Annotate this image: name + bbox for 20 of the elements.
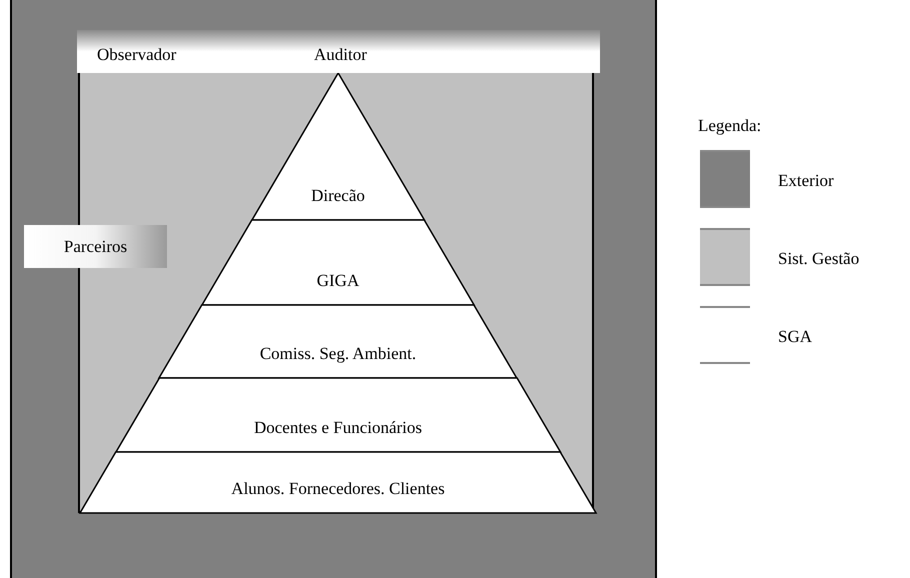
pyramid-tier	[80, 452, 596, 513]
exterior-area	[10, 0, 657, 578]
role-label: Observador	[97, 44, 176, 66]
header-bar	[77, 30, 600, 73]
legend-label: SGA	[778, 326, 812, 348]
pyramid-tier	[159, 305, 517, 378]
pyramid-tier	[252, 73, 424, 220]
pyramid-tier	[116, 378, 560, 452]
partner-label: Parceiros	[64, 236, 128, 258]
legend-title: Legenda:	[698, 115, 762, 137]
pyramid-tier	[202, 220, 474, 305]
label-box	[24, 225, 167, 268]
tier-label: Alunos. Fornecedores. Clientes	[231, 478, 445, 500]
legend-label: Sist. Gestão	[778, 248, 860, 270]
role-label: Auditor	[314, 44, 367, 66]
tier-label: GIGA	[316, 270, 360, 292]
legend-label: Exterior	[778, 170, 834, 192]
tier-label: Docentes e Funcionários	[254, 416, 422, 438]
tier-label: Direcão	[311, 184, 365, 206]
tier-label: Comiss. Seg. Ambient.	[260, 342, 416, 365]
